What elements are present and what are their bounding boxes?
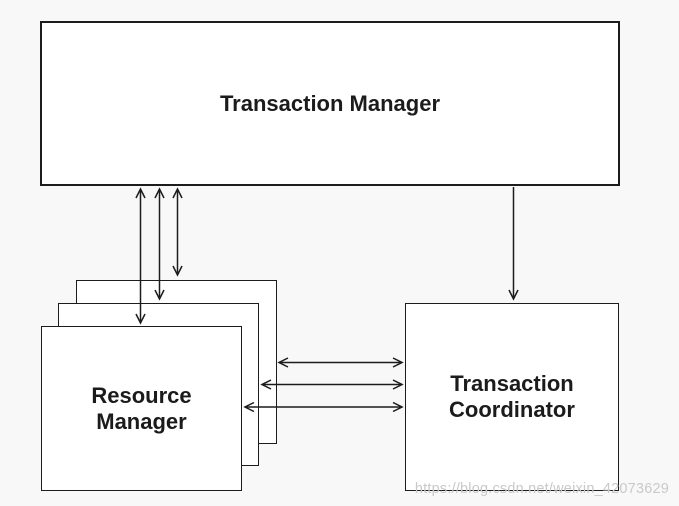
transaction-manager-label: Transaction Manager	[219, 90, 441, 116]
transaction-manager-box: Transaction Manager	[40, 21, 620, 186]
resource-manager-label: Resource Manager	[91, 382, 192, 434]
resource-manager-box: Resource Manager	[41, 326, 242, 491]
transaction-coordinator-box: Transaction Coordinator	[405, 303, 619, 491]
watermark-text: https://blog.csdn.net/weixin_42073629	[414, 481, 669, 497]
transaction-coordinator-label: Transaction Coordinator	[449, 371, 575, 422]
